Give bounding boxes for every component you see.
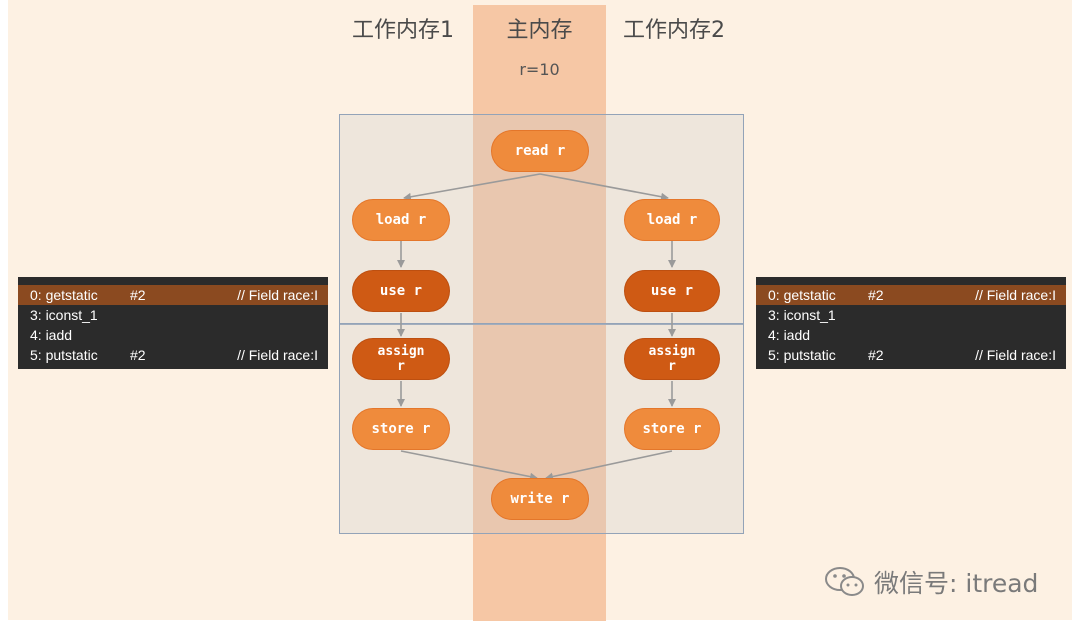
arrow-store-to-write-left [400,450,538,481]
bytecode-instruction: 5: putstatic [30,347,98,363]
node-use-left: use r [352,270,450,312]
bytecode-row: 0: getstatic #2 // Field race:I [756,285,1066,305]
left-bytecode-panel: 0: getstatic #2 // Field race:I 3: icons… [18,277,328,369]
watermark-text: 微信号: itread [874,569,1039,598]
right-bytecode-panel: 0: getstatic #2 // Field race:I 3: icons… [756,277,1066,369]
node-read: read r [491,130,589,172]
watermark: 微信号: itread [824,564,1038,600]
working-memory-1-title: 工作内存1 [352,18,454,43]
node-store-right: store r [624,408,720,450]
node-assign-left: assign r [352,338,450,380]
bytecode-operand: #2 [868,347,884,363]
bytecode-comment: // Field race:I [975,287,1056,303]
bytecode-instruction: 0: getstatic [768,287,836,303]
bytecode-row: 4: iadd [18,325,328,345]
arrow-read-to-load-right [539,173,669,201]
bytecode-row: 5: putstatic #2 // Field race:I [756,345,1066,365]
bytecode-operand: #2 [868,287,884,303]
bytecode-row: 3: iconst_1 [756,305,1066,325]
bytecode-row: 3: iconst_1 [18,305,328,325]
bytecode-instruction: 5: putstatic [768,347,836,363]
node-load-right: load r [624,199,720,241]
bytecode-comment: // Field race:I [975,347,1056,363]
node-load-left: load r [352,199,450,241]
bytecode-row: 5: putstatic #2 // Field race:I [18,345,328,365]
bytecode-operand: #2 [130,287,146,303]
node-store-left: store r [352,408,450,450]
node-assign-right: assign r [624,338,720,380]
bytecode-instruction: 4: iadd [768,327,811,343]
bytecode-instruction: 3: iconst_1 [30,307,98,323]
node-write: write r [491,478,589,520]
bytecode-operand: #2 [130,347,146,363]
bytecode-comment: // Field race:I [237,347,318,363]
wechat-icon [825,567,864,596]
main-memory-title: 主内存 [506,18,573,43]
bytecode-instruction: 3: iconst_1 [768,307,836,323]
bytecode-instruction: 0: getstatic [30,287,98,303]
bytecode-instruction: 4: iadd [30,327,73,343]
main-memory-value: r=10 [519,60,560,79]
working-memory-2-title: 工作内存2 [623,18,725,43]
node-use-right: use r [624,270,720,312]
bytecode-row: 0: getstatic #2 // Field race:I [18,285,328,305]
bytecode-comment: // Field race:I [237,287,318,303]
arrow-read-to-load-left [403,173,541,201]
arrow-store-to-write-right [545,450,673,481]
bytecode-row: 4: iadd [756,325,1066,345]
